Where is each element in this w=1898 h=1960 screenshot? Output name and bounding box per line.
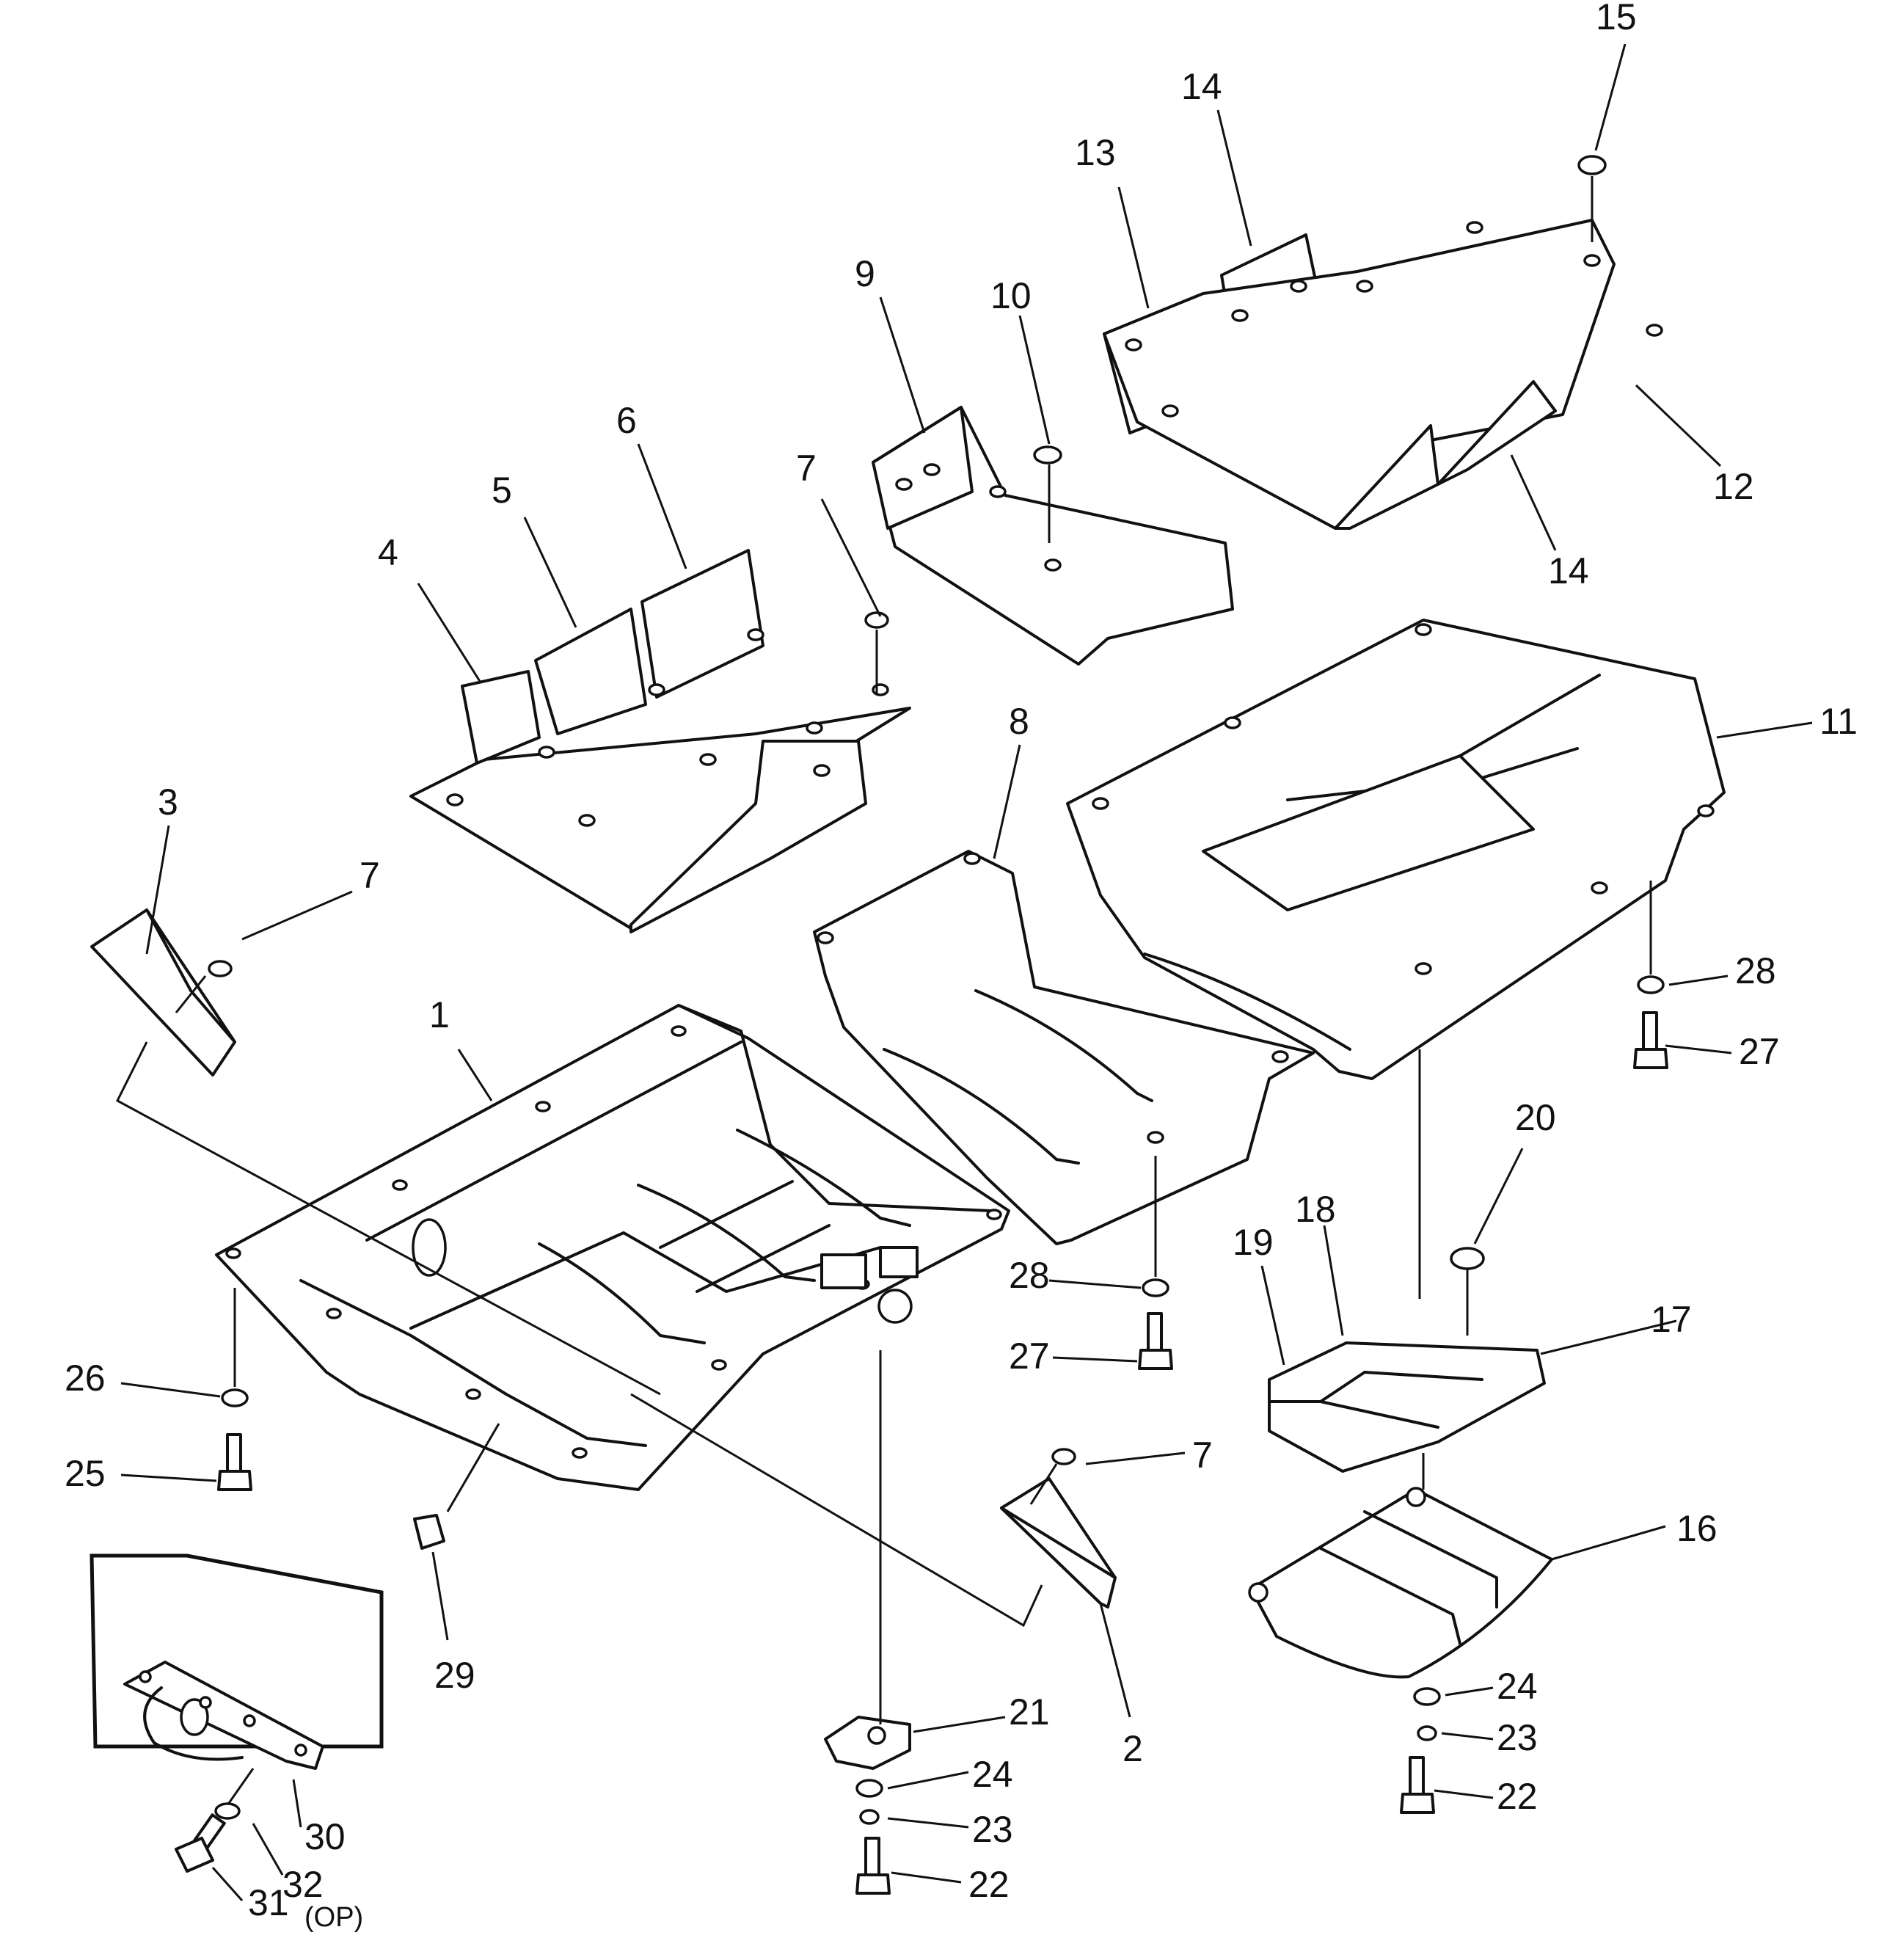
part-17-18-19-plates — [1268, 1341, 1546, 1473]
callout-7c: 7 — [1192, 1435, 1213, 1476]
callout-5: 5 — [492, 470, 512, 511]
part-9-bracket — [872, 406, 1234, 666]
callout-14b: 14 — [1548, 550, 1589, 591]
callout-7b: 7 — [796, 448, 817, 489]
hardware-washers-bolts — [208, 155, 1668, 1895]
callout-19: 19 — [1233, 1222, 1274, 1263]
part-2-pad — [1000, 1477, 1117, 1609]
callout-10: 10 — [990, 275, 1032, 316]
callout-21: 21 — [1009, 1691, 1050, 1733]
callout-6: 6 — [616, 400, 637, 441]
callout-13: 13 — [1075, 132, 1116, 173]
callout-12: 12 — [1713, 466, 1754, 507]
bolt-25 — [217, 1433, 252, 1491]
callout-28b: 28 — [1735, 950, 1776, 991]
part-12-13-14-brackets — [1103, 219, 1663, 530]
callout-17: 17 — [1651, 1299, 1692, 1340]
bolt-22-right — [1400, 1756, 1435, 1814]
callout-11: 11 — [1819, 701, 1858, 742]
part-16-plate — [1248, 1487, 1553, 1679]
callout-7a: 7 — [359, 855, 380, 896]
part-29-nut — [413, 1514, 445, 1550]
callout-18: 18 — [1295, 1189, 1336, 1230]
bolt-31 — [175, 1813, 226, 1873]
callout-24b: 24 — [1497, 1666, 1538, 1707]
callout-26: 26 — [65, 1358, 106, 1399]
inset-optional-parts — [90, 1553, 384, 1901]
callout-8: 8 — [1009, 701, 1029, 742]
callout-16: 16 — [1676, 1508, 1718, 1549]
callout-31: 31 — [248, 1882, 289, 1923]
callout-22b: 22 — [1497, 1776, 1538, 1817]
part-8-middle-tray — [813, 850, 1315, 1245]
part-4-5-6-brackets — [409, 549, 911, 933]
callout-30: 30 — [304, 1816, 346, 1857]
inset-note: (OP) — [304, 1902, 363, 1933]
callout-22a: 22 — [968, 1864, 1010, 1905]
bolt-27-right — [1633, 1011, 1668, 1069]
bolt-22-left — [855, 1837, 891, 1895]
part-11-right-tray — [1066, 619, 1726, 1080]
part-21-clip — [824, 1716, 911, 1770]
callout-3: 3 — [158, 782, 178, 823]
callout-24a: 24 — [972, 1754, 1013, 1795]
callout-28a: 28 — [1009, 1255, 1050, 1296]
callout-32: 32 — [282, 1864, 324, 1905]
part-3-pad — [90, 908, 236, 1076]
callout-9: 9 — [855, 253, 875, 294]
callout-4: 4 — [378, 532, 398, 573]
part-1-main-frame — [215, 1004, 1010, 1491]
callout-27b: 27 — [1739, 1031, 1780, 1072]
callout-23a: 23 — [972, 1809, 1013, 1850]
callout-leaders — [120, 43, 1813, 1884]
callout-1: 1 — [429, 994, 450, 1035]
callout-20: 20 — [1515, 1097, 1556, 1138]
bolt-27-left — [1138, 1312, 1173, 1370]
callout-15: 15 — [1596, 0, 1637, 37]
callout-27a: 27 — [1009, 1336, 1050, 1377]
assembly-lines — [116, 176, 1652, 1724]
callout-14a: 14 — [1181, 66, 1222, 107]
callout-25: 25 — [65, 1453, 106, 1494]
callout-23b: 23 — [1497, 1717, 1538, 1758]
callout-29: 29 — [434, 1655, 475, 1696]
callout-labels: 1 2 3 4 5 6 7 7 7 8 9 10 11 12 13 14 14 … — [65, 0, 1858, 1933]
callout-2: 2 — [1123, 1728, 1143, 1769]
